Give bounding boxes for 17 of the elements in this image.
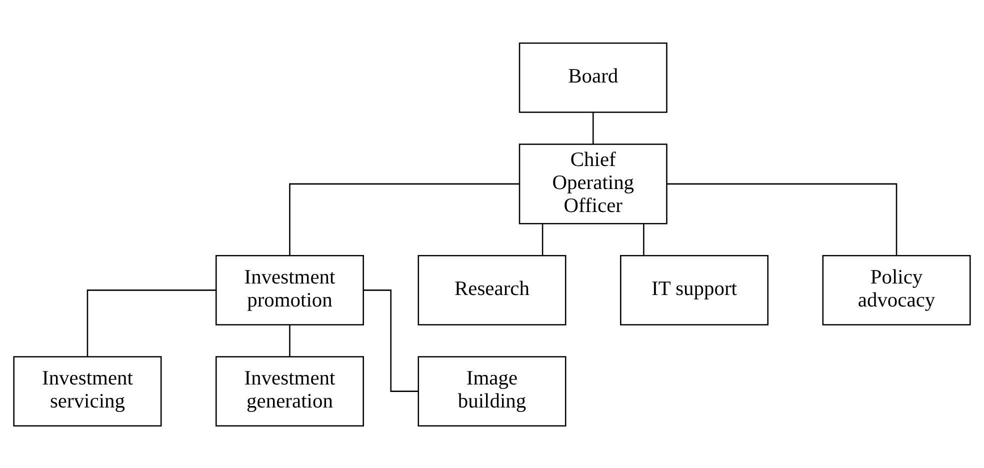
connector — [643, 224, 644, 256]
connector — [289, 324, 290, 356]
node-box: Image building — [418, 356, 566, 426]
node-box: IT support — [620, 254, 768, 325]
connector — [364, 289, 418, 392]
connector — [666, 182, 898, 255]
node-box: Investment generation — [216, 356, 364, 426]
node-box: Chief Operating Officer — [518, 143, 668, 224]
node-box: Investment promotion — [216, 254, 364, 325]
node-box: Research — [418, 254, 566, 325]
connector — [289, 182, 520, 255]
connector — [592, 112, 594, 144]
connector — [542, 224, 544, 256]
node-box: Investment servicing — [13, 356, 162, 426]
connector — [86, 289, 216, 356]
node-box: Board — [518, 42, 668, 112]
node-box: Policy advocacy — [822, 254, 971, 325]
